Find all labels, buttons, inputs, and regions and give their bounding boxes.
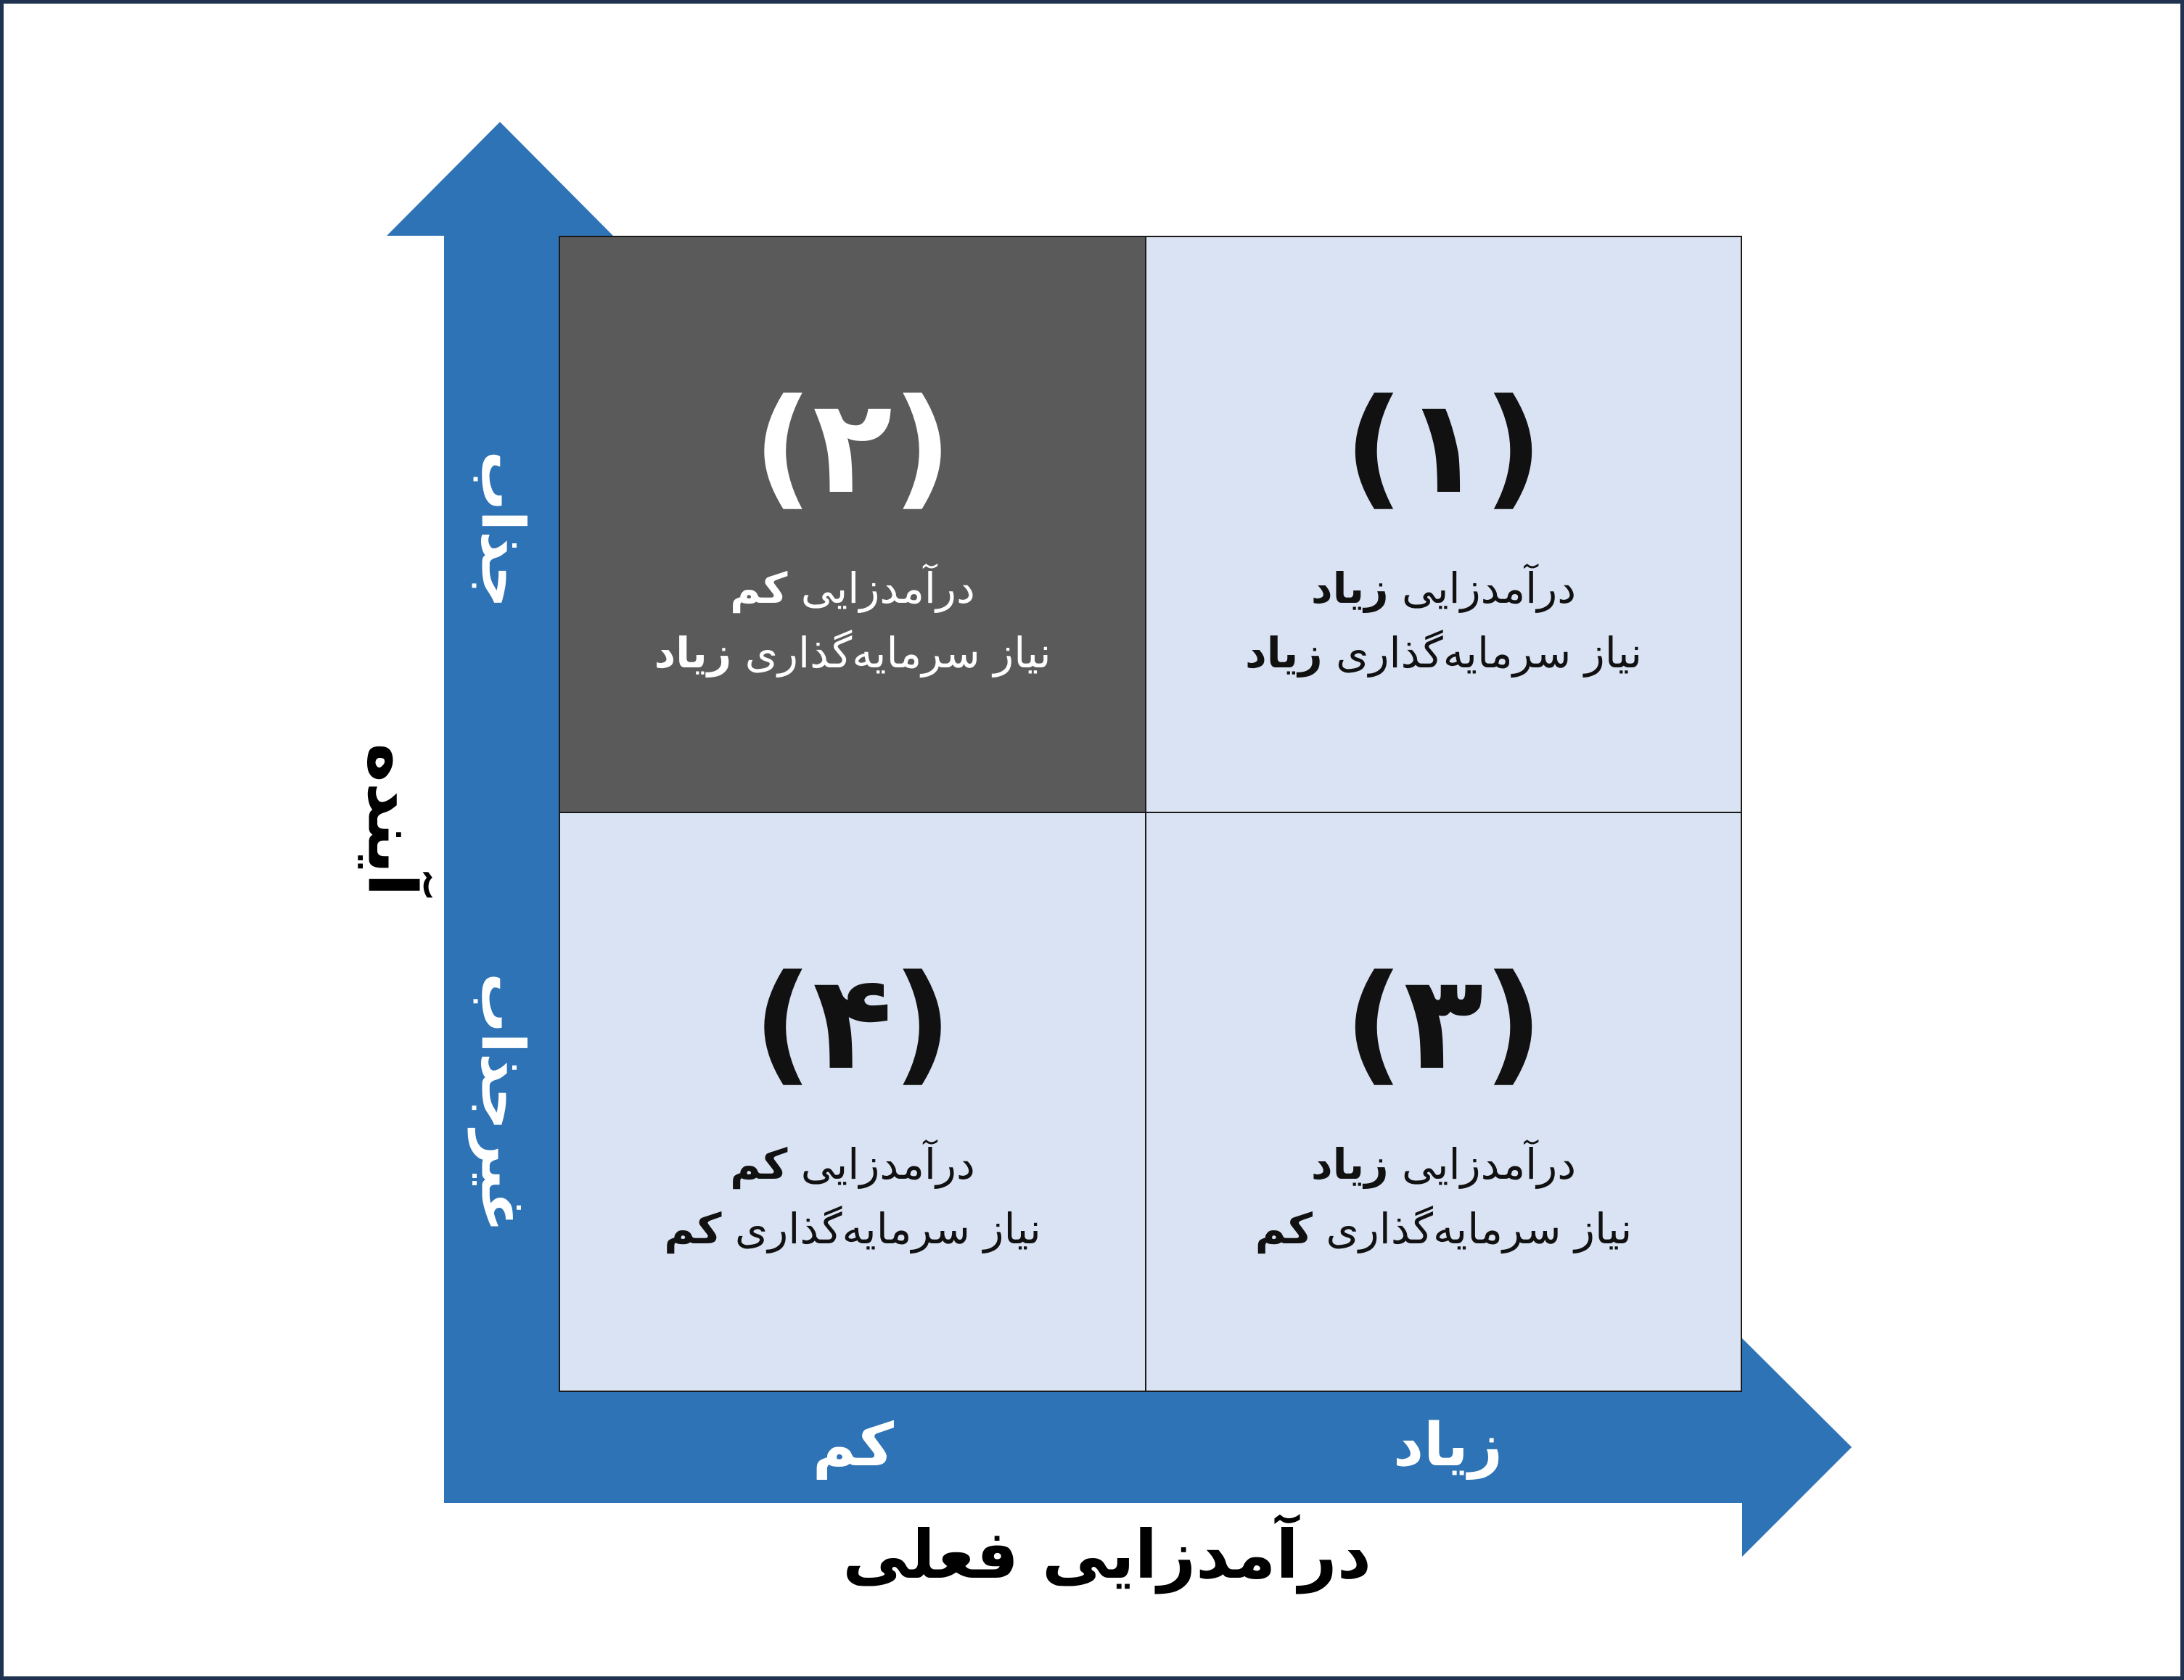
y-axis-low-label: غیرجذاب [467,973,537,1232]
quadrant-4: (۴) درآمدزایی کم نیاز سرمایه‌گذاری کم [559,812,1146,1392]
revenue-label: درآمدزایی [1388,1140,1577,1189]
revenue-label: درآمدزایی [787,564,975,613]
investment-line: نیاز سرمایه‌گذاری کم [1255,1203,1633,1256]
revenue-label: درآمدزایی [1388,564,1577,613]
vertical-axis-arrow [387,122,613,1503]
investment-value: کم [664,1203,722,1253]
revenue-line: درآمدزایی زیاد [1311,1138,1576,1191]
investment-label: نیاز سرمایه‌گذاری [1322,627,1643,678]
investment-value: زیاد [654,627,732,678]
quadrant-number: (۴) [752,947,953,1099]
revenue-value: زیاد [1310,1140,1389,1189]
revenue-line: درآمدزایی کم [730,562,975,615]
x-axis-high-label: زیاد [1393,1411,1503,1480]
revenue-label: درآمدزایی [787,1140,975,1189]
revenue-value: زیاد [1310,564,1389,613]
quadrant-1: (۱) درآمدزایی زیاد نیاز سرمایه‌گذاری زیا… [1145,236,1742,813]
quadrant-number: (۲) [752,371,953,523]
investment-label: نیاز سرمایه‌گذاری [1312,1203,1633,1253]
investment-label: نیاز سرمایه‌گذاری [731,627,1051,678]
investment-line: نیاز سرمایه‌گذاری زیاد [1245,627,1642,680]
revenue-line: درآمدزایی کم [730,1138,975,1191]
investment-line: نیاز سرمایه‌گذاری زیاد [654,627,1051,680]
investment-label: نیاز سرمایه‌گذاری [721,1203,1041,1253]
y-axis-title: آینده [353,743,431,897]
y-axis-high-label: جذاب [467,450,537,609]
investment-value: کم [1255,1203,1313,1253]
quadrant-number: (۱) [1344,371,1543,523]
quadrant-number: (۳) [1344,947,1543,1099]
x-axis-title: درآمدزایی فعلی [842,1516,1371,1594]
x-axis-low-label: کم [813,1411,894,1480]
investment-value: زیاد [1244,627,1323,678]
revenue-value: کم [730,1140,788,1189]
quadrant-2: (۲) درآمدزایی کم نیاز سرمایه‌گذاری زیاد [559,236,1146,813]
revenue-value: کم [730,564,788,613]
revenue-line: درآمدزایی زیاد [1311,562,1576,615]
quadrant-3: (۳) درآمدزایی زیاد نیاز سرمایه‌گذاری کم [1145,812,1742,1392]
investment-line: نیاز سرمایه‌گذاری کم [664,1203,1041,1256]
horizontal-axis-arrow [444,1338,1852,1557]
